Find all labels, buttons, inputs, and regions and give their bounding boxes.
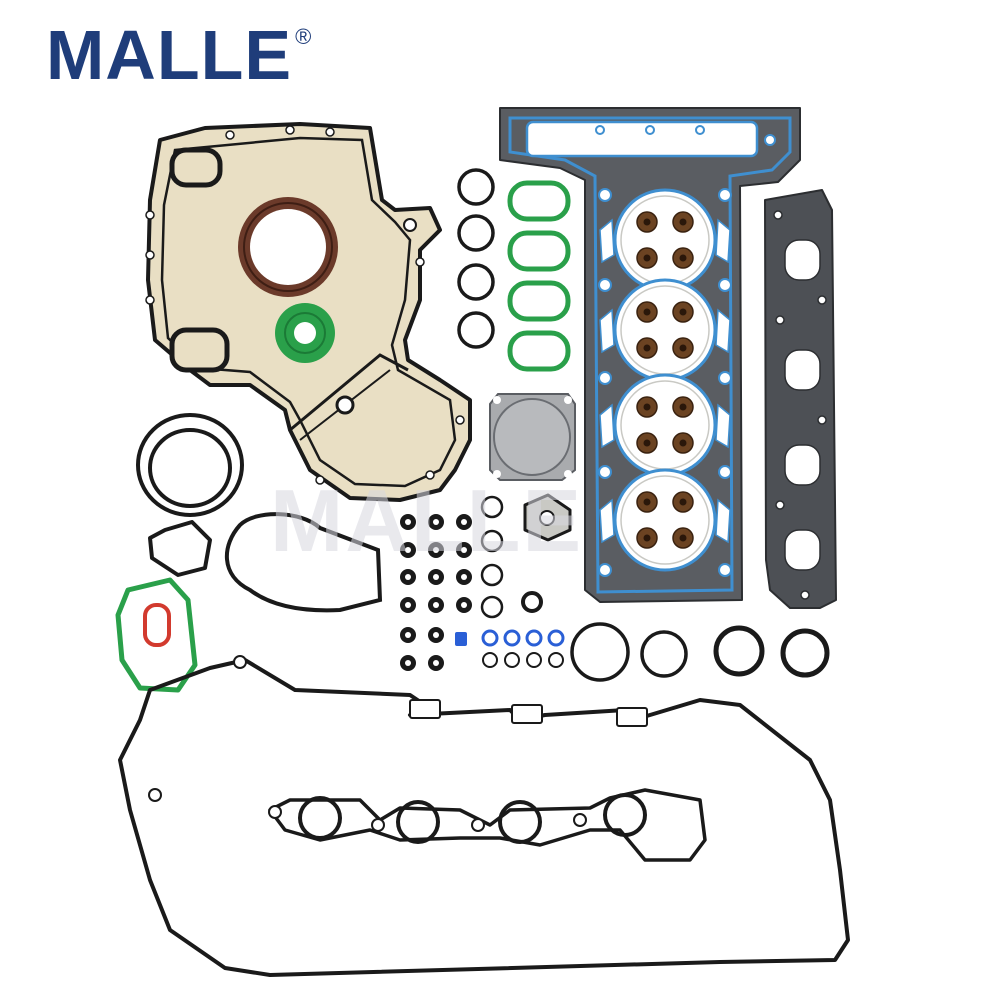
small-black-o-rings [482,652,564,668]
thermostat-gasket [148,520,212,577]
brand-name: MALLE [46,16,293,94]
watermark: MALLE [270,471,584,570]
oil-filter-housing-gasket-green [115,577,198,693]
cylinder-bore [613,188,717,292]
spark-plug-tube-seals [268,788,707,862]
valve-cover-gasket [118,655,850,977]
small-o-rings-column [480,495,543,619]
intake-port-seals-green [507,180,571,372]
large-o-rings-row [570,622,830,682]
camshaft-seal-green [275,303,335,363]
water-pump-o-rings [136,413,244,517]
cylinder-bore [613,373,717,477]
registered-mark: ® [295,24,312,49]
cylinder-bore [613,278,717,382]
oil-pump-gasket [225,512,383,613]
cylinder-bore [613,468,717,572]
exhaust-manifold-gasket [764,189,837,609]
cover-plate-gasket [489,393,576,481]
blue-o-rings [455,629,565,647]
brand-logo: MALLE ® [46,20,311,90]
crankshaft-seal [238,197,338,297]
injector-o-rings-black [457,168,495,349]
egr-gasket [523,493,572,542]
valve-stem-seals-black [400,514,472,671]
